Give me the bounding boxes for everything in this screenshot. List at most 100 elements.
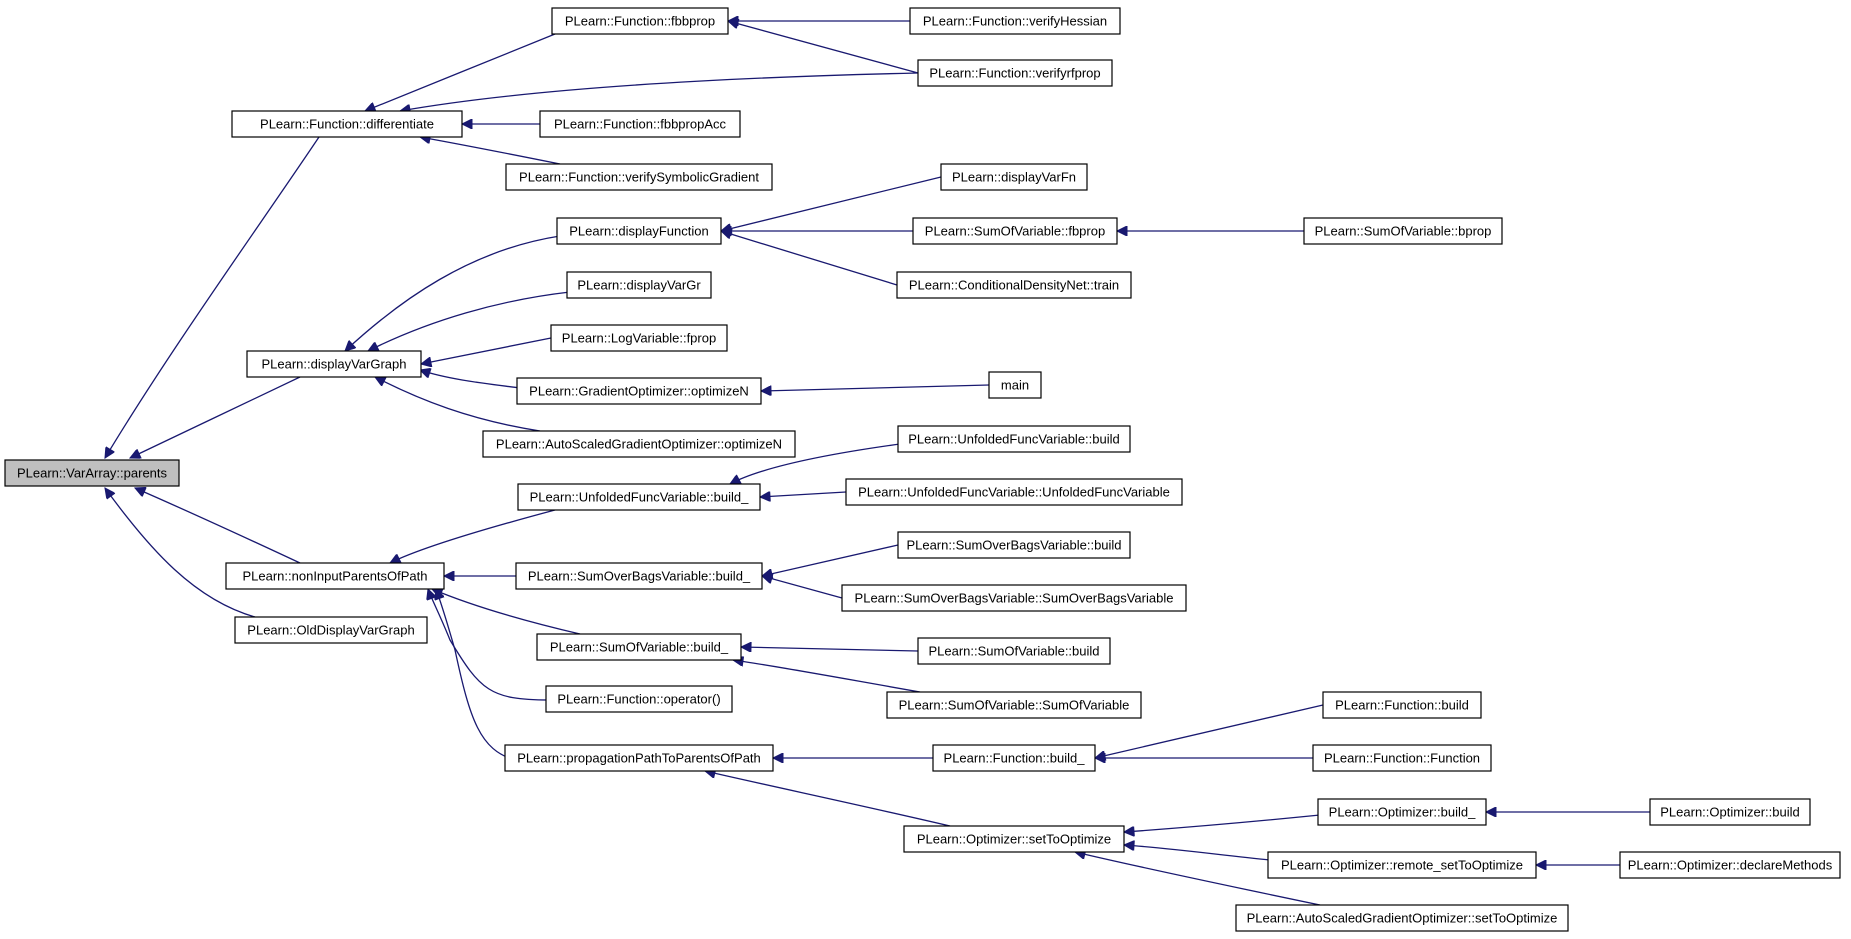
graph-node[interactable]: PLearn::SumOverBagsVariable::SumOverBags… [841,584,1187,612]
edge-line [368,291,571,352]
node-label: PLearn::AutoScaledGradientOptimizer::set… [1247,911,1558,926]
edge-line [721,231,898,286]
graph-node[interactable]: PLearn::Function::fbbpropAcc [539,110,741,138]
graph-node[interactable]: PLearn::Function::build_ [932,744,1096,772]
edge-n7-to-n1 [420,137,561,165]
node-box [1619,851,1841,879]
node-label: PLearn::displayVarFn [952,170,1076,185]
edge-line [436,589,516,761]
nodes-layer: PLearn::VarArray::parentsPLearn::Functio… [4,7,1841,932]
edge-line [135,488,301,564]
graph-node[interactable]: PLearn::Function::operator() [545,685,733,713]
edge-n13-to-n2 [420,370,521,389]
edge-n20-to-n3 [390,509,556,564]
node-box [1267,851,1537,879]
node-box [539,110,741,138]
graph-node[interactable]: PLearn::Function::verifyrfprop [917,59,1113,87]
graph-node[interactable]: PLearn::SumOverBagsVariable::build_ [515,562,763,590]
graph-node[interactable]: PLearn::GradientOptimizer::optimizeN [516,377,762,405]
node-label: PLearn::LogVariable::fprop [562,331,716,346]
graph-node[interactable]: PLearn::Function::fbbprop [551,7,729,35]
node-label: PLearn::SumOfVariable::fbprop [925,224,1105,239]
graph-node[interactable]: PLearn::SumOfVariable::bprop [1303,217,1503,245]
node-label: PLearn::Function::verifyHessian [923,14,1107,29]
graph-node[interactable]: PLearn::displayVarGr [566,271,712,299]
edge-line [420,370,521,389]
graph-node[interactable]: PLearn::AutoScaledGradientOptimizer::set… [1235,904,1569,932]
node-label: PLearn::Optimizer::build_ [1329,805,1476,820]
edge-line [365,33,556,111]
node-box [1235,904,1569,932]
graph-node[interactable]: PLearn::SumOfVariable::build_ [536,633,742,661]
edge-line [105,136,320,458]
graph-node[interactable]: PLearn::Optimizer::remote_setToOptimize [1267,851,1537,879]
node-label: PLearn::propagationPathToParentsOfPath [517,751,761,766]
node-label: PLearn::AutoScaledGradientOptimizer::opt… [496,437,782,452]
edge-n1-to-n0 [105,136,320,458]
node-label: PLearn::Function::operator() [557,692,720,707]
edge-line [400,72,919,111]
node-label: PLearn::Function::verifySymbolicGradient [519,170,759,185]
edge-n17-to-n10 [721,231,898,286]
node-label: PLearn::SumOverBagsVariable::build_ [528,569,751,584]
node-box [482,430,796,458]
graph-node[interactable]: PLearn::OldDisplayVarGraph [234,616,428,644]
edge-line [733,660,921,693]
graph-node[interactable]: PLearn::nonInputParentsOfPath [225,562,445,590]
edge-line [728,21,919,74]
graph-node[interactable]: PLearn::Function::build [1322,691,1482,719]
graph-node[interactable]: PLearn::Function::Function [1312,744,1492,772]
graph-node[interactable]: PLearn::displayFunction [556,217,722,245]
node-box [231,110,463,138]
node-box [917,59,1113,87]
graph-node[interactable]: PLearn::SumOfVariable::build [917,637,1111,665]
node-box [897,425,1131,453]
graph-node[interactable]: PLearn::UnfoldedFuncVariable::build_ [517,483,761,511]
graph-node[interactable]: PLearn::propagationPathToParentsOfPath [504,744,774,772]
graph-node[interactable]: PLearn::SumOverBagsVariable::build [897,531,1131,559]
edge-n26-to-n20 [760,492,847,497]
node-label: PLearn::Function::Function [1324,751,1480,766]
edge-line [345,235,561,351]
graph-node[interactable]: PLearn::displayVarFn [940,163,1088,191]
graph-node[interactable]: PLearn::Function::verifyHessian [909,7,1121,35]
edge-line [420,137,561,165]
node-label: PLearn::SumOfVariable::build_ [550,640,729,655]
edge-n15-to-n10 [721,176,942,231]
node-label: PLearn::SumOfVariable::SumOfVariable [899,698,1130,713]
node-label: PLearn::SumOverBagsVariable::SumOverBags… [855,591,1174,606]
node-label: PLearn::Function::fbbpropAcc [554,117,726,132]
root-node[interactable]: PLearn::VarArray::parents [4,459,180,487]
graph-node[interactable]: PLearn::Optimizer::setToOptimize [903,825,1125,853]
graph-node[interactable]: PLearn::Optimizer::declareMethods [1619,851,1841,879]
node-label: PLearn::displayVarGraph [261,357,406,372]
graph-node[interactable]: PLearn::LogVariable::fprop [550,324,728,352]
edge-n19-to-n13 [761,384,990,391]
edge-line [760,492,847,497]
edge-line [730,443,901,485]
graph-node[interactable]: PLearn::SumOfVariable::fbprop [912,217,1118,245]
graph-node[interactable]: PLearn::Function::verifySymbolicGradient [505,163,773,191]
node-box [886,691,1142,719]
graph-node[interactable]: PLearn::Optimizer::build [1649,798,1811,826]
edge-n37-to-n32 [1075,852,1321,906]
graph-node[interactable]: PLearn::UnfoldedFuncVariable::build [897,425,1131,453]
edge-n35-to-n32 [1124,814,1321,832]
edge-n8-to-n5 [728,21,919,74]
edges-layer [105,21,1650,906]
node-box [505,163,773,191]
node-box [504,744,774,772]
graph-node[interactable]: PLearn::Function::differentiate [231,110,463,138]
graph-node[interactable]: PLearn::displayVarGraph [246,350,422,378]
graph-node[interactable]: PLearn::ConditionalDensityNet::train [896,271,1132,299]
graph-node[interactable]: PLearn::AutoScaledGradientOptimizer::opt… [482,430,796,458]
graph-node[interactable]: PLearn::Optimizer::build_ [1317,798,1487,826]
node-box [903,825,1125,853]
node-box [897,531,1131,559]
graph-node[interactable]: PLearn::UnfoldedFuncVariable::UnfoldedFu… [845,478,1183,506]
edge-n28-to-n21 [762,576,843,599]
edge-n23-to-n3 [428,589,550,701]
graph-node[interactable]: main [988,371,1042,399]
node-box [1649,798,1811,826]
graph-node[interactable]: PLearn::SumOfVariable::SumOfVariable [886,691,1142,719]
